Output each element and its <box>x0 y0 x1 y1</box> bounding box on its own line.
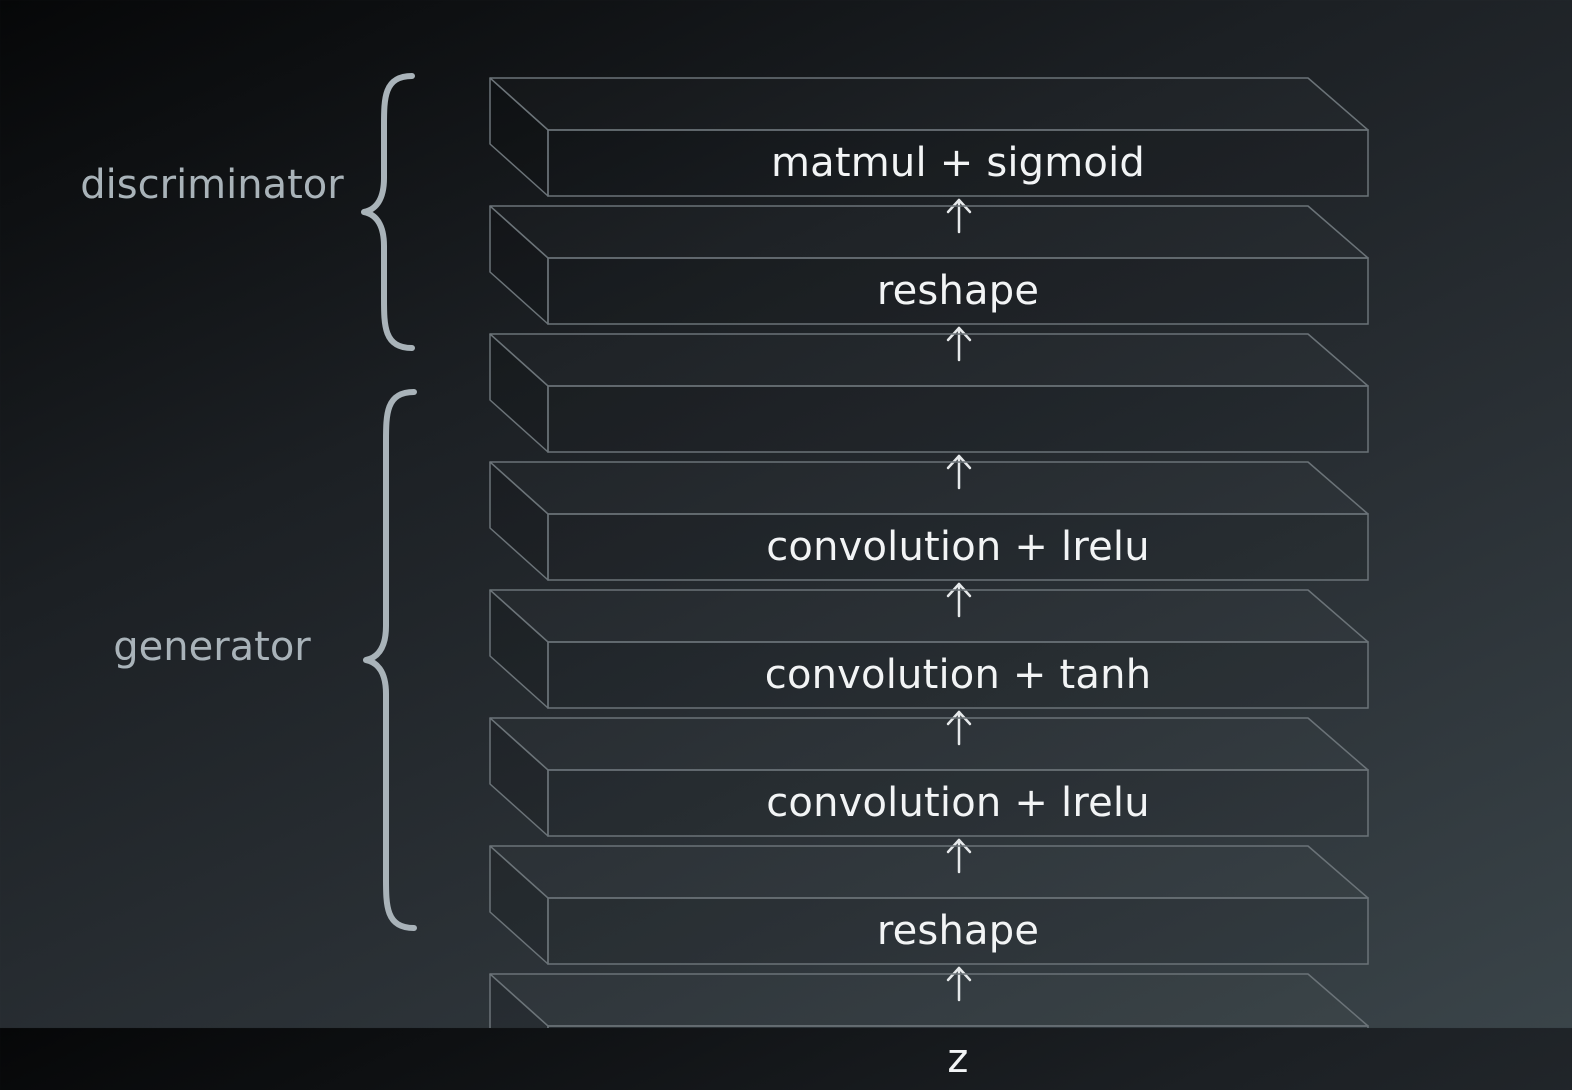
layer-label: convolution + lrelu <box>766 780 1150 826</box>
layer-front-face <box>547 129 1369 197</box>
arrow-up-icon <box>946 582 972 598</box>
layer-label: reshape <box>876 908 1040 954</box>
layer-front-face <box>547 385 1369 453</box>
generator-label: generator <box>113 624 311 670</box>
layer-label-top: matmul + sigmoid <box>770 140 1146 186</box>
arrow-up-icon <box>946 966 972 982</box>
arrow-up-icon <box>946 710 972 726</box>
arrow-up-icon <box>946 198 972 214</box>
layer-front-face <box>547 257 1369 325</box>
layer-side-face <box>489 973 549 1028</box>
layer-top-face <box>489 973 1369 1027</box>
layer-front-face <box>547 769 1369 837</box>
layer-front-face <box>547 897 1369 965</box>
arrow-up-icon <box>946 326 972 342</box>
layer-label <box>548 388 1368 450</box>
layer-front-face <box>547 1025 1369 1028</box>
layer-label-bottom: z <box>947 1036 969 1082</box>
layer-label: reshape <box>876 268 1040 314</box>
layer-top-face <box>489 77 1369 131</box>
left-curly-brace-icon <box>363 389 417 931</box>
layer-label: convolution + lrelu <box>766 524 1150 570</box>
arrow-up-icon <box>946 454 972 470</box>
left-curly-brace-icon <box>361 73 415 351</box>
layer-front-face <box>547 641 1369 709</box>
arrow-up-icon <box>946 838 972 854</box>
layer-front-face <box>547 513 1369 581</box>
layer-top-face <box>489 461 1369 515</box>
layer-top-face <box>489 589 1369 643</box>
layer-stack-diagram <box>361 73 1369 1028</box>
layer-top-face <box>489 845 1369 899</box>
layer-top-face <box>489 205 1369 259</box>
diagram-stage: matmul + sigmoid reshape convolution + l… <box>80 73 1369 1082</box>
layer-label: convolution + tanh <box>764 652 1152 698</box>
discriminator-label: discriminator <box>80 162 344 208</box>
layer-top-face <box>489 717 1369 771</box>
layer-top-face <box>489 333 1369 387</box>
